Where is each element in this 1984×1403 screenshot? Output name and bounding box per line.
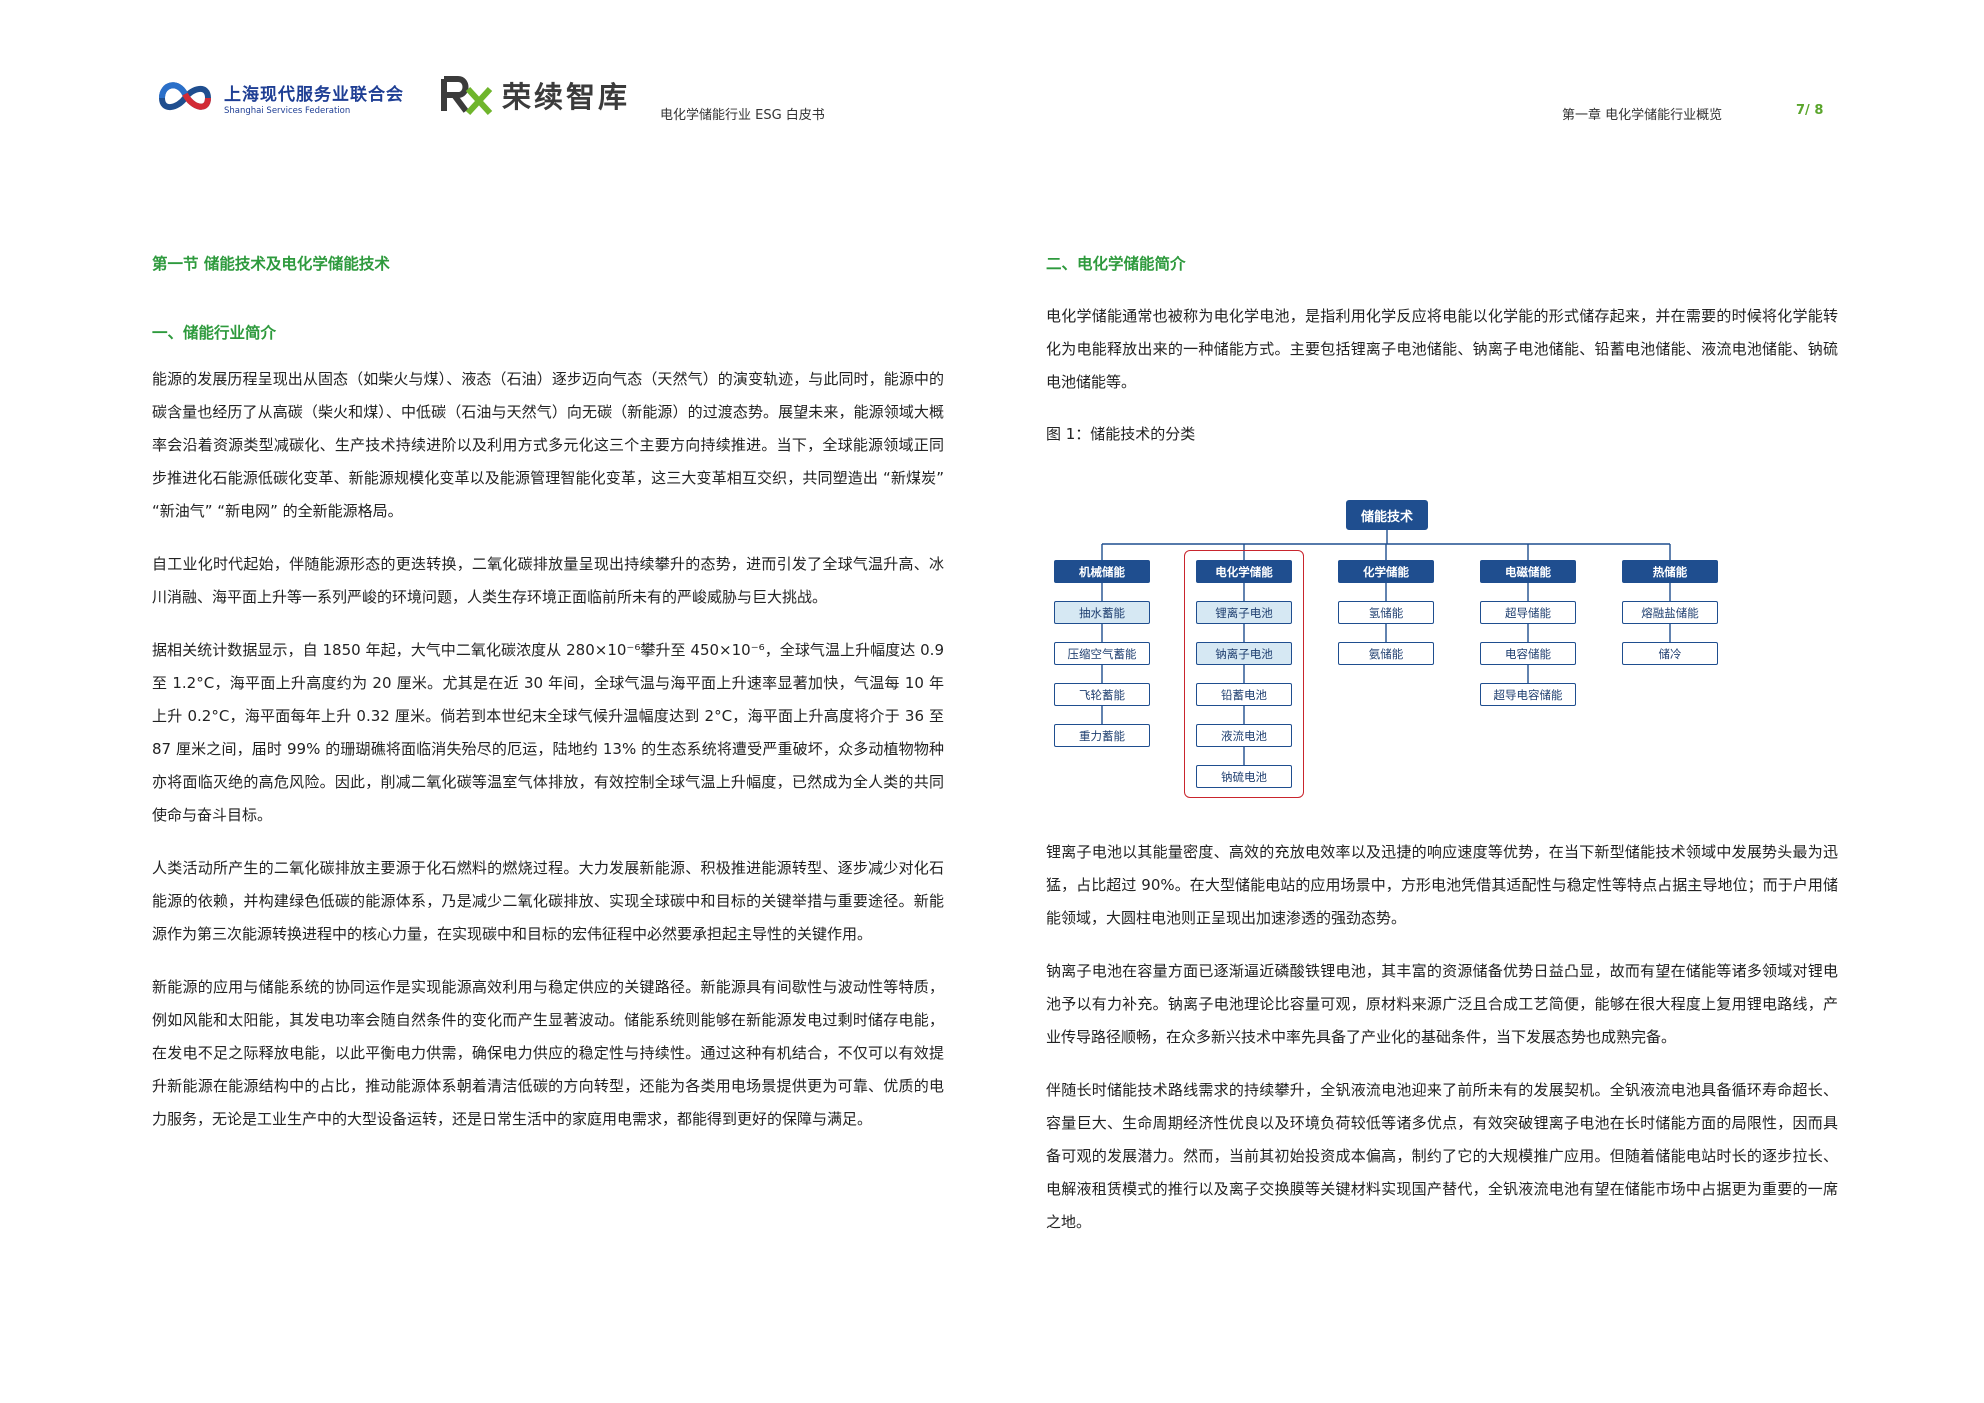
body-paragraph: 伴随长时储能技术路线需求的持续攀升，全钒液流电池迎来了前所未有的发展契机。全钒液… — [1046, 1081, 1838, 1231]
diagram-item-node: 铅蓄电池 — [1196, 683, 1292, 706]
body-paragraph: 人类活动所产生的二氧化碳排放主要源于化石燃料的燃烧过程。大力发展新能源、积极推进… — [152, 859, 944, 943]
body-paragraph: 锂离子电池以其能量密度、高效的充放电效率以及迅捷的响应速度等优势，在当下新型储能… — [1046, 843, 1838, 927]
diagram-item-node: 飞轮蓄能 — [1054, 683, 1150, 706]
rx-logo-icon — [441, 76, 493, 116]
diagram-item-node: 超导电容储能 — [1480, 683, 1576, 706]
federation-name-en: Shanghai Services Federation — [224, 106, 351, 116]
diagram-item-node: 重力蓄能 — [1054, 724, 1150, 747]
diagram-item-node: 钠离子电池 — [1196, 642, 1292, 665]
section-title: 第一节 储能技术及电化学储能技术 — [152, 255, 390, 273]
page-header: 上海现代服务业联合会 Shanghai Services Federation … — [0, 0, 1984, 160]
diagram-category-node: 热储能 — [1622, 560, 1718, 583]
electrochemical-highlight-box — [1184, 550, 1304, 798]
body-paragraph: 据相关统计数据显示，自 1850 年起，大气中二氧化碳浓度从 280×10⁻⁶攀… — [152, 641, 944, 824]
think-tank-name: 荣续智库 — [502, 80, 631, 114]
rongxu-think-tank-logo: 荣续智库 — [440, 70, 630, 120]
right-column: 二、电化学储能简介 电化学储能通常也被称为电化学电池，是指利用化学反应将电能以化… — [1046, 252, 1838, 444]
intro-paragraph: 电化学储能通常也被称为电化学电池，是指利用化学反应将电能以化学能的形式储存起来，… — [1046, 307, 1838, 391]
shanghai-services-federation-logo: 上海现代服务业联合会 Shanghai Services Federation — [156, 72, 404, 124]
diagram-item-node: 储冷 — [1622, 642, 1718, 665]
body-paragraph: 能源的发展历程呈现出从固态（如柴火与煤）、液态（石油）逐步迈向气态（天然气）的演… — [152, 370, 944, 520]
diagram-root-node: 储能技术 — [1346, 500, 1428, 530]
body-paragraph: 自工业化时代起始，伴随能源形态的更迭转换，二氧化碳排放量呈现出持续攀升的态势，进… — [152, 555, 944, 606]
subsection-title-storage-intro: 一、储能行业简介 — [152, 324, 277, 342]
chapter-title: 第一章 电化学储能行业概览 — [1562, 108, 1723, 123]
diagram-category-node: 机械储能 — [1054, 560, 1150, 583]
diagram-item-node: 氨储能 — [1338, 642, 1434, 665]
right-column-lower: 锂离子电池以其能量密度、高效的充放电效率以及迅捷的响应速度等优势，在当下新型储能… — [1046, 836, 1838, 1239]
diagram-item-node: 电容储能 — [1480, 642, 1576, 665]
diagram-item-node: 钠硫电池 — [1196, 765, 1292, 788]
diagram-category-node: 电磁储能 — [1480, 560, 1576, 583]
subsection-title-electrochemical: 二、电化学储能简介 — [1046, 255, 1186, 273]
storage-classification-diagram: 储能技术机械储能抽水蓄能压缩空气蓄能飞轮蓄能重力蓄能 电化学储能锂离子电池钠离子电… — [1046, 498, 1726, 808]
page-number: 7/ 8 — [1796, 103, 1824, 118]
diagram-item-node: 熔融盐储能 — [1622, 601, 1718, 624]
figure-caption: 图 1：储能技术的分类 — [1046, 425, 1196, 443]
diagram-item-node: 氢储能 — [1338, 601, 1434, 624]
federation-emblem-icon — [158, 82, 212, 110]
left-column: 第一节 储能技术及电化学储能技术 一、储能行业简介 能源的发展历程呈现出从固态（… — [152, 252, 944, 1136]
document-title: 电化学储能行业 ESG 白皮书 — [660, 108, 825, 123]
diagram-item-node: 超导储能 — [1480, 601, 1576, 624]
diagram-category-node: 化学储能 — [1338, 560, 1434, 583]
body-paragraph: 钠离子电池在容量方面已逐渐逼近磷酸铁锂电池，其丰富的资源储备优势日益凸显，故而有… — [1046, 962, 1838, 1046]
diagram-item-node: 压缩空气蓄能 — [1054, 642, 1150, 665]
diagram-item-node: 锂离子电池 — [1196, 601, 1292, 624]
federation-name-cn: 上海现代服务业联合会 — [224, 85, 404, 105]
diagram-item-node: 抽水蓄能 — [1054, 601, 1150, 624]
diagram-category-node: 电化学储能 — [1196, 560, 1292, 583]
body-paragraph: 新能源的应用与储能系统的协同运作是实现能源高效利用与稳定供应的关键路径。新能源具… — [152, 978, 944, 1128]
diagram-item-node: 液流电池 — [1196, 724, 1292, 747]
